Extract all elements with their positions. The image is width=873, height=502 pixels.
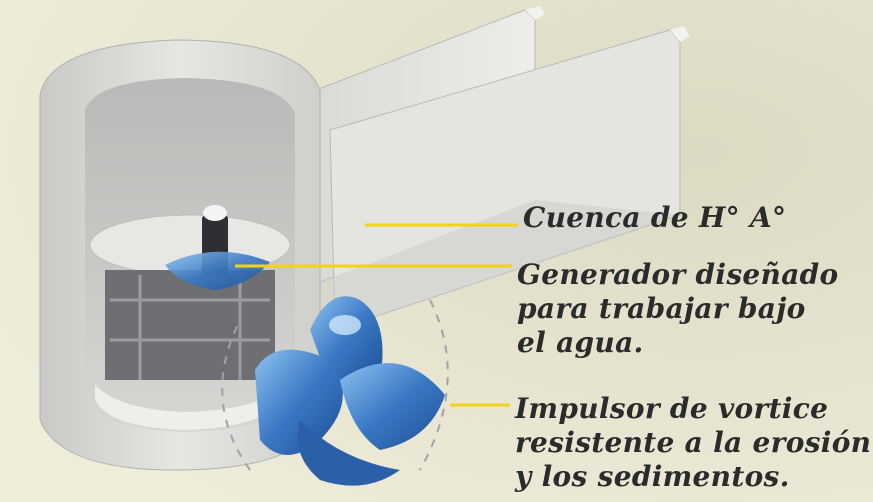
generator-label: Generador diseñado para trabajar bajo el… [517,258,839,360]
generator-label-line-2: para trabajar bajo [517,292,806,325]
impeller [255,296,445,486]
basin-label-text: Cuenca de H° A° [523,201,787,234]
generator-label-line-3: el agua. [517,326,644,359]
leader-lines [235,223,518,407]
rotation-arc [221,299,449,471]
impeller-label-line-1: Impulsor de vortice [515,392,829,425]
basin-label: Cuenca de H° A° [523,201,786,235]
generator-label-line-1: Generador diseñado [517,258,839,291]
impeller-label: Impulsor de vortice resistente a la eros… [515,392,871,494]
impeller-label-line-2: resistente a la erosión [515,426,872,459]
impeller-label-line-3: y los sedimentos. [515,460,790,493]
inlet-channel [289,6,690,331]
generator [165,205,270,290]
